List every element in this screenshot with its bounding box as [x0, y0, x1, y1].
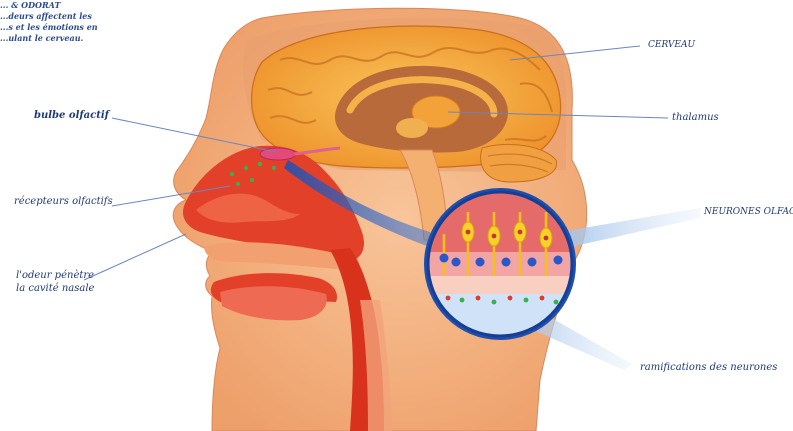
intro-line-4: ...ulant le cerveau. [0, 33, 98, 44]
label-cerveau: CERVEAU [648, 40, 695, 51]
intro-text: ... & ODORAT ...deurs affectent les ...s… [0, 0, 98, 44]
label-neurones-olfactifs: NEURONES OLFACTIFS [704, 207, 793, 218]
label-bulbe-olfactif: bulbe olfactif [34, 110, 109, 123]
label-odeur-line-1: l'odeur pénètre [16, 270, 94, 283]
label-recepteurs-olfactifs: récepteurs olfactifs [14, 196, 113, 209]
intro-line-2: ...deurs affectent les [0, 11, 98, 22]
hypothalamus [396, 118, 428, 138]
label-odeur-line-2: la cavité nasale [16, 283, 94, 296]
label-ramifications: ramifications des neurones [640, 362, 777, 375]
label-odeur: l'odeur pénètre la cavité nasale [16, 270, 94, 295]
label-thalamus: thalamus [672, 112, 719, 125]
intro-line-3: ...s et les émotions en [0, 22, 98, 33]
intro-line-1: ... & ODORAT [0, 0, 98, 11]
